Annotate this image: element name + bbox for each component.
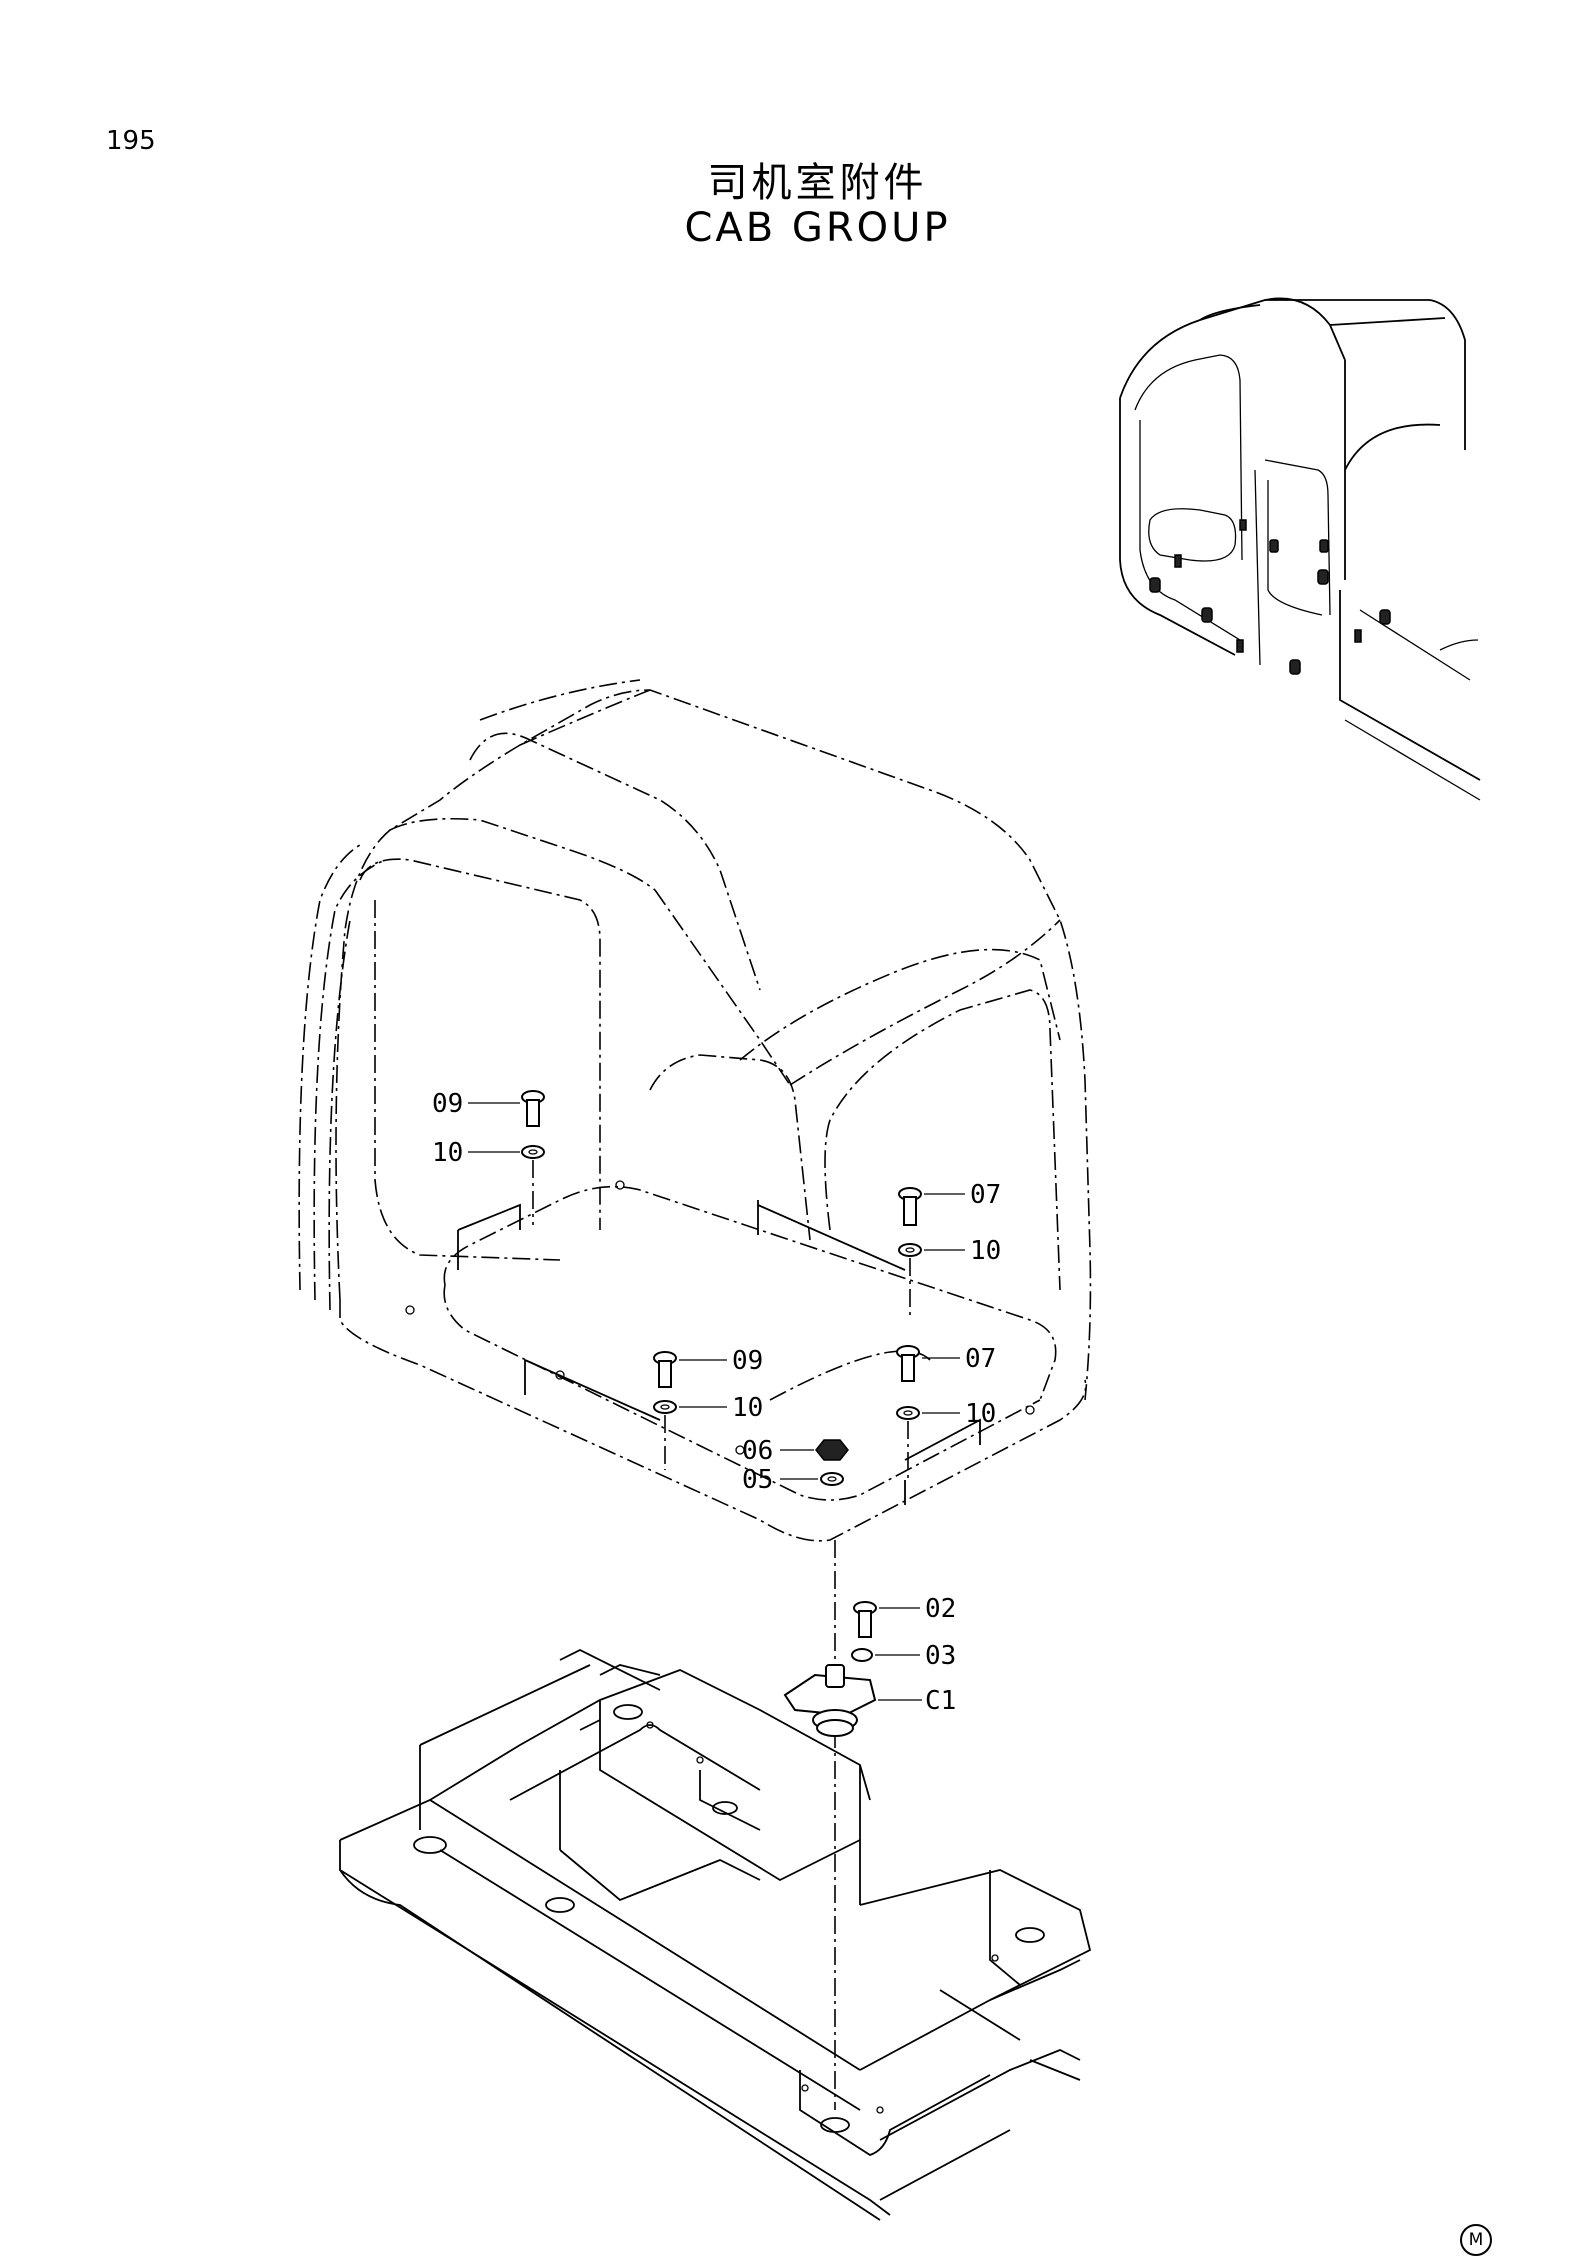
part-07-right-lower: 07 xyxy=(896,1344,996,1382)
callout-10-center: 10 xyxy=(732,1393,763,1423)
callout-10-right-lower: 10 xyxy=(965,1399,996,1429)
mounting-bolt-icons xyxy=(1149,519,1391,675)
part-03-washer: 03 xyxy=(851,1641,956,1671)
callout-09-center: 09 xyxy=(732,1346,763,1376)
part-09-upper: 09 xyxy=(432,1089,545,1127)
part-10-center: 10 xyxy=(653,1393,763,1470)
part-07-right-upper: 07 xyxy=(898,1180,1001,1226)
callout-06: 06 xyxy=(742,1436,773,1466)
corner-mark-badge: M xyxy=(1460,2224,1492,2256)
callout-02: 02 xyxy=(925,1594,956,1624)
callout-07-right-upper: 07 xyxy=(970,1180,1001,1210)
page-title-english: CAB GROUP xyxy=(684,205,951,251)
part-10-upper: 10 xyxy=(432,1138,545,1225)
callout-03: 03 xyxy=(925,1641,956,1671)
cab-body-outline xyxy=(298,679,1092,1542)
callout-10-right-upper: 10 xyxy=(970,1236,1001,1266)
callout-10-upper: 10 xyxy=(432,1138,463,1168)
part-02-bolt: 02 xyxy=(853,1594,956,1638)
part-05-washer: 05 xyxy=(742,1465,844,1495)
callout-07-right-lower: 07 xyxy=(965,1344,996,1374)
callout-c1: C1 xyxy=(925,1686,956,1716)
part-06-nut: 06 xyxy=(742,1436,849,1466)
base-frame xyxy=(339,1648,1092,2221)
cab-detail-view xyxy=(1119,297,1481,801)
part-c1-cab-mount: C1 xyxy=(783,1664,956,1737)
part-10-right-upper: 10 xyxy=(898,1236,1001,1320)
callout-09-upper: 09 xyxy=(432,1089,463,1119)
callout-05: 05 xyxy=(742,1465,773,1495)
part-10-right-lower: 10 xyxy=(896,1399,996,1480)
page-number: 195 xyxy=(106,126,156,156)
part-09-center: 09 xyxy=(653,1346,763,1388)
page-title-chinese: 司机室附件 xyxy=(707,160,928,206)
